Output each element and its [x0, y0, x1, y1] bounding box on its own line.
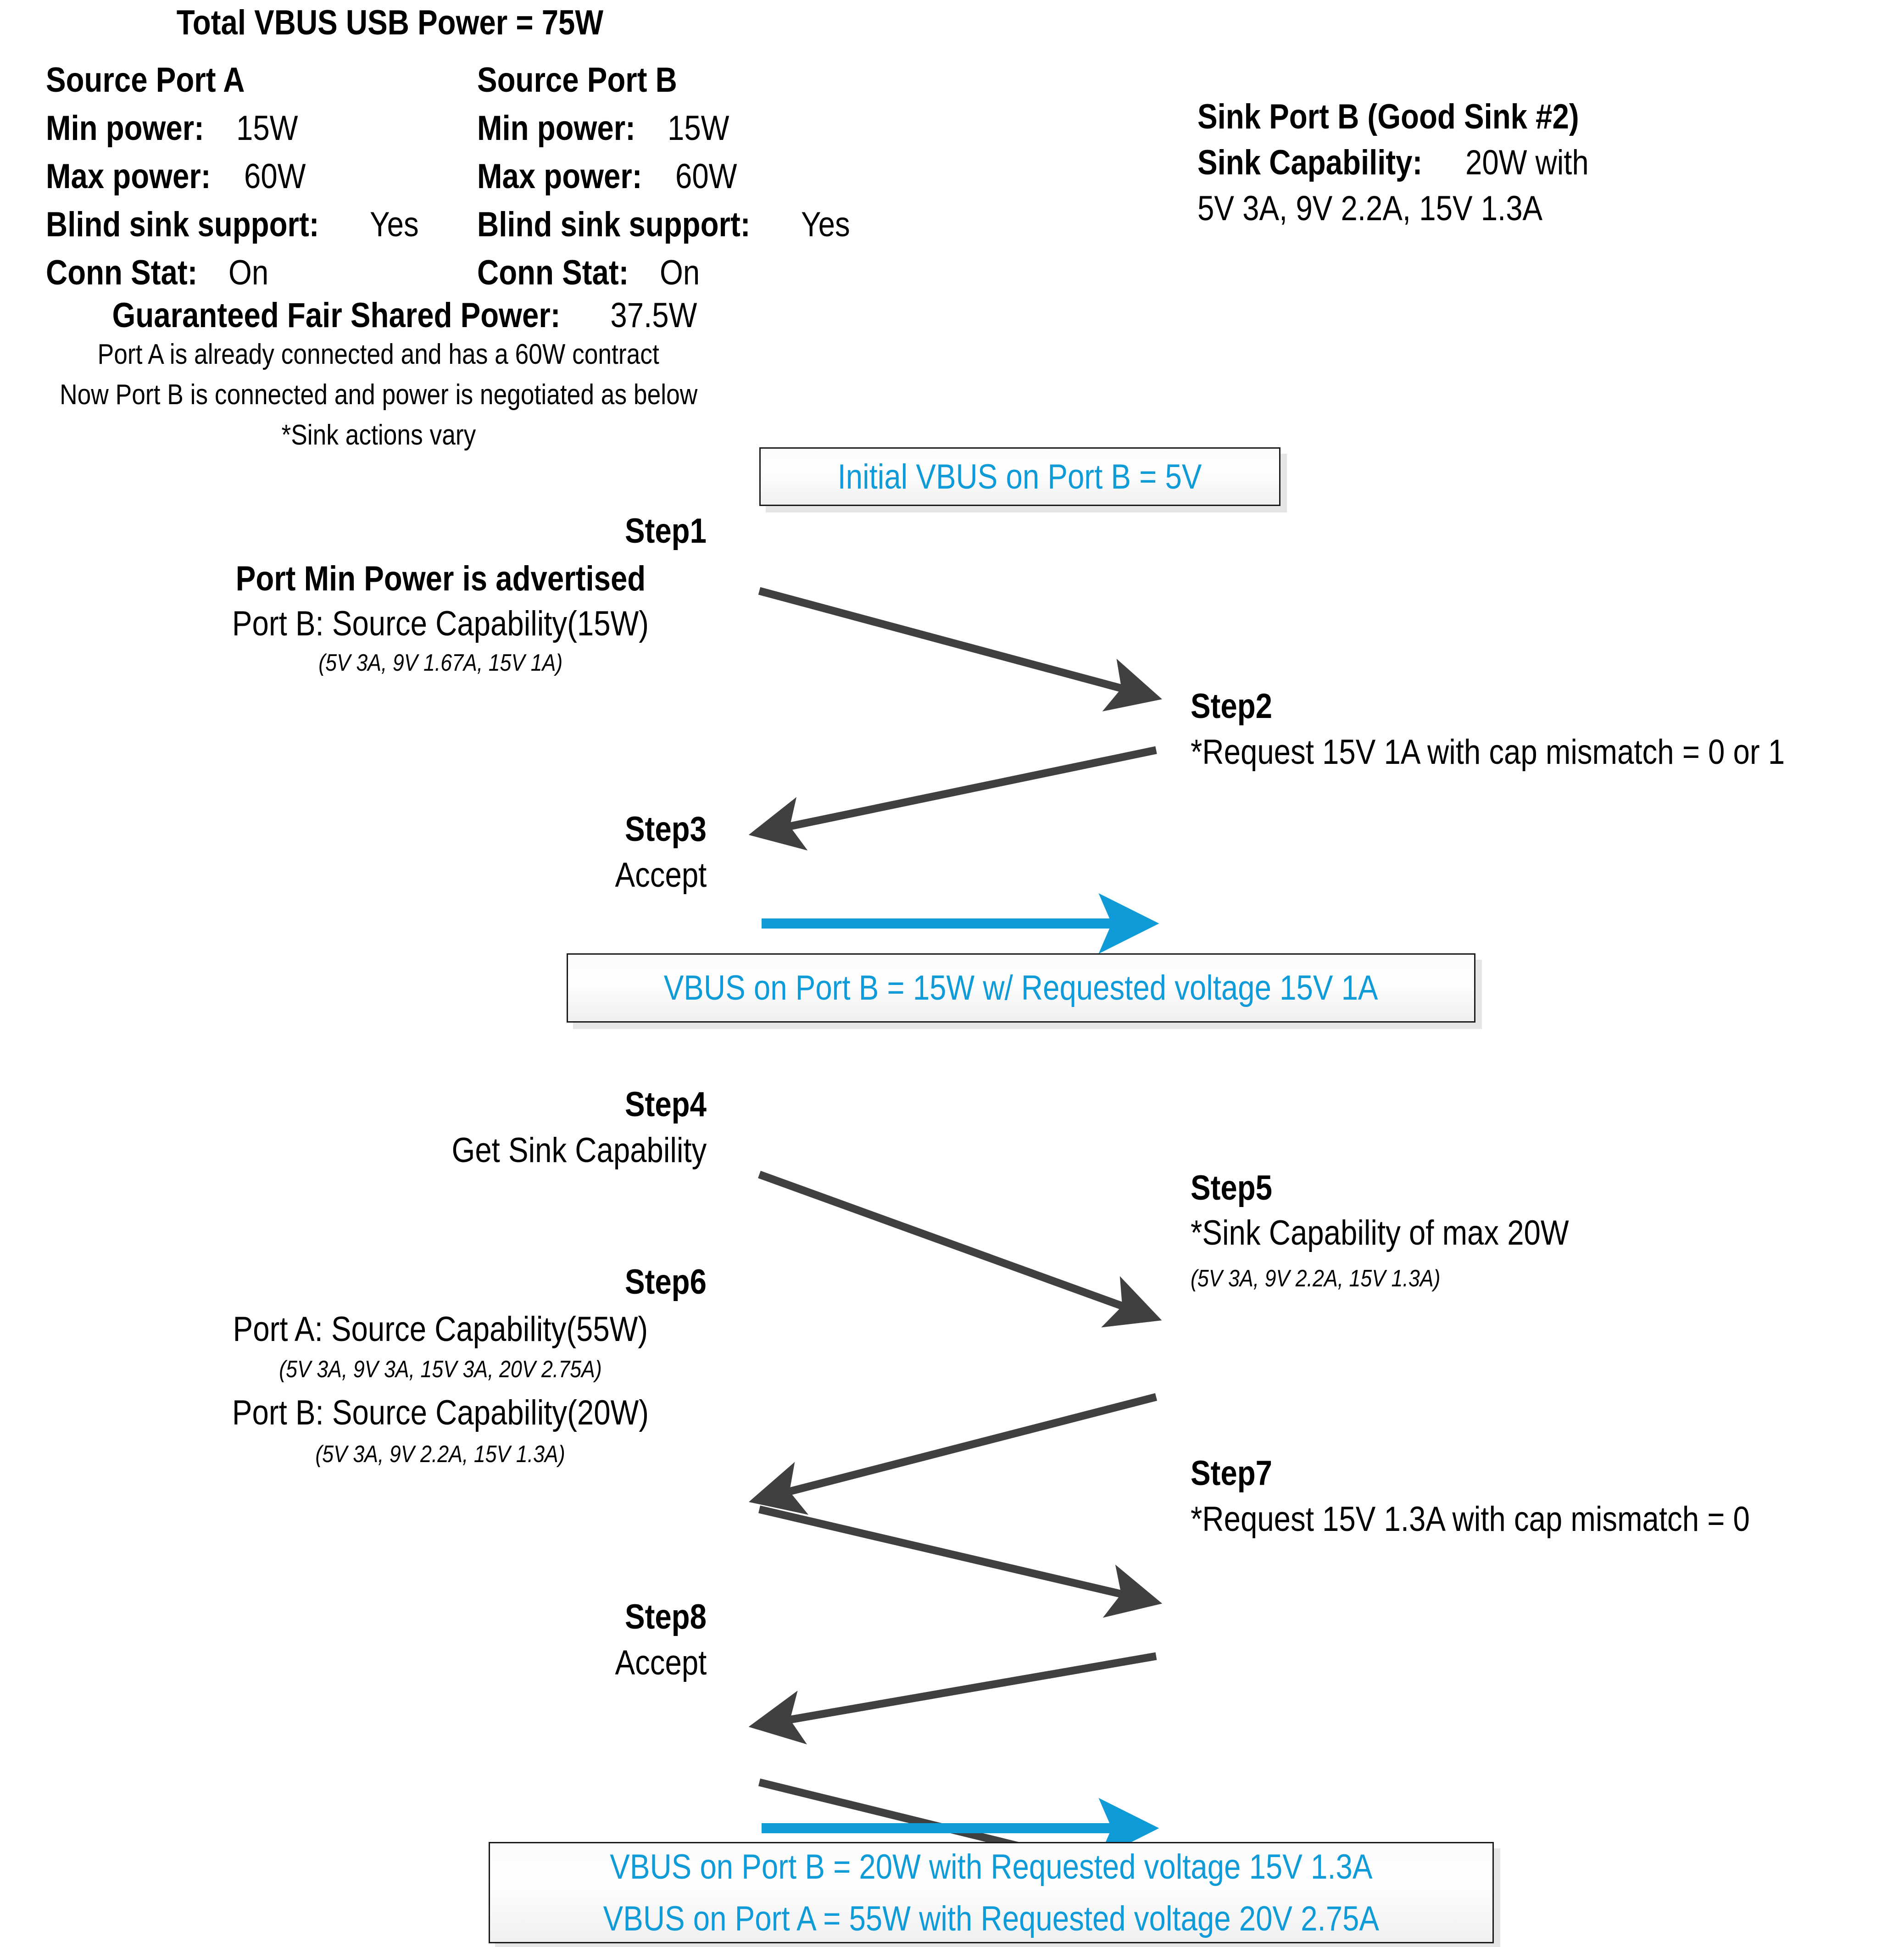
port-a-min-power-row: Min power: 15W — [46, 110, 308, 147]
step3-line-1: Accept — [615, 856, 707, 895]
port-a-blind-sink-row: Blind sink support: Yes — [46, 206, 427, 243]
arrow-step4-to-step5 — [758, 1171, 1162, 1328]
step6-line-2: (5V 3A, 9V 3A, 15V 3A, 20V 2.75A) — [279, 1356, 602, 1383]
step3-label: Step3 — [625, 810, 707, 849]
callout-final-line-1: VBUS on Port B = 20W with Requested volt… — [610, 1847, 1373, 1886]
step5-line-2: (5V 3A, 9V 2.2A, 15V 1.3A) — [1191, 1265, 1441, 1292]
callout-final-line-2: VBUS on Port A = 55W with Requested volt… — [603, 1899, 1380, 1938]
sink-port-b-capability-row: Sink Capability: 20W with — [1197, 145, 1609, 181]
total-vbus-power-text: Total VBUS USB Power = 75W — [176, 3, 604, 42]
sink-capability-label: Sink Capability: — [1197, 143, 1423, 182]
note-line-2: Now Port B is connected and power is neg… — [59, 379, 698, 411]
port-b-max-power-label: Max power: — [477, 157, 642, 196]
step1-label: Step1 — [625, 512, 707, 551]
port-b-conn-stat-row: Conn Stat: On — [477, 255, 707, 291]
port-b-conn-stat-value: On — [660, 253, 700, 292]
port-a-blind-sink-label: Blind sink support: — [46, 205, 319, 244]
port-b-min-power-row: Min power: 15W — [477, 110, 739, 147]
arrow-step1-to-step2 — [758, 587, 1162, 712]
arrow-step2-to-step3 — [748, 746, 1157, 851]
step2-line-1: *Request 15V 1A with cap mismatch = 0 or… — [1191, 733, 1785, 772]
step2-label: Step2 — [1191, 687, 1272, 726]
callout-vbus-after-step3-text: VBUS on Port B = 15W w/ Requested voltag… — [664, 968, 1378, 1007]
port-b-blind-sink-label: Blind sink support: — [477, 205, 751, 244]
step6-line-4: (5V 3A, 9V 2.2A, 15V 1.3A) — [315, 1441, 566, 1468]
port-a-conn-stat-row: Conn Stat: On — [46, 255, 275, 291]
port-b-min-power-value: 15W — [668, 109, 729, 148]
step7-label: Step7 — [1191, 1454, 1272, 1493]
port-b-max-power-row: Max power: 60W — [477, 158, 747, 195]
arrow-step5-to-step6 — [748, 1393, 1158, 1515]
guaranteed-fair-shared-power-row: Guaranteed Fair Shared Power: 37.5W — [0, 297, 780, 334]
arrow-step7-to-step8 — [748, 1652, 1157, 1745]
step7-line-1: *Request 15V 1.3A with cap mismatch = 0 — [1191, 1500, 1750, 1539]
sink-port-b-capability-detail: 5V 3A, 9V 2.2A, 15V 1.3A — [1197, 189, 1543, 228]
note-line-3: *Sink actions vary — [281, 419, 476, 451]
step8-line-1: Accept — [615, 1643, 707, 1682]
port-a-max-power-value: 60W — [244, 157, 306, 196]
port-b-blind-sink-row: Blind sink support: Yes — [477, 206, 858, 243]
step6-label: Step6 — [625, 1263, 707, 1302]
step6-line-3: Port B: Source Capability(20W) — [232, 1393, 649, 1432]
port-a-blind-sink-value: Yes — [370, 205, 419, 244]
callout-initial-vbus: Initial VBUS on Port B = 5V — [759, 447, 1280, 506]
port-b-min-power-label: Min power: — [477, 109, 635, 148]
step4-label: Step4 — [625, 1085, 707, 1124]
step5-line-1: *Sink Capability of max 20W — [1191, 1213, 1569, 1252]
sink-port-b-title: Sink Port B (Good Sink #2) — [1197, 97, 1579, 136]
port-a-conn-stat-value: On — [228, 253, 269, 292]
port-a-max-power-label: Max power: — [46, 157, 211, 196]
arrow-step6-to-step7 — [758, 1505, 1163, 1618]
step4-line-1: Get Sink Capability — [451, 1131, 707, 1170]
port-a-conn-stat-label: Conn Stat: — [46, 253, 198, 292]
callout-vbus-after-step3: VBUS on Port B = 15W w/ Requested voltag… — [567, 953, 1475, 1023]
fair-share-value: 37.5W — [610, 296, 697, 335]
step6-line-1: Port A: Source Capability(55W) — [233, 1310, 648, 1349]
step1-line-2: Port B: Source Capability(15W) — [232, 604, 649, 643]
port-b-conn-stat-label: Conn Stat: — [477, 253, 629, 292]
port-a-min-power-value: 15W — [236, 109, 298, 148]
step1-line-1: Port Min Power is advertised — [235, 559, 646, 598]
total-vbus-power-title: Total VBUS USB Power = 75W — [0, 5, 780, 41]
step8-label: Step8 — [625, 1597, 707, 1636]
callout-final-vbus: VBUS on Port B = 20W with Requested volt… — [489, 1842, 1494, 1943]
port-b-blind-sink-value: Yes — [801, 205, 851, 244]
sink-capability-value: 20W with — [1465, 143, 1589, 182]
fair-share-label: Guaranteed Fair Shared Power: — [112, 296, 561, 335]
source-port-b-title: Source Port B — [477, 61, 677, 100]
callout-initial-vbus-text: Initial VBUS on Port B = 5V — [838, 457, 1202, 496]
port-b-max-power-value: 60W — [675, 157, 737, 196]
port-a-max-power-row: Max power: 60W — [46, 158, 316, 195]
source-port-a-title: Source Port A — [46, 61, 245, 100]
port-a-min-power-label: Min power: — [46, 109, 204, 148]
step1-line-3: (5V 3A, 9V 1.67A, 15V 1A) — [318, 650, 562, 676]
note-line-1: Port A is already connected and has a 60… — [97, 339, 660, 370]
step5-label: Step5 — [1191, 1168, 1272, 1207]
